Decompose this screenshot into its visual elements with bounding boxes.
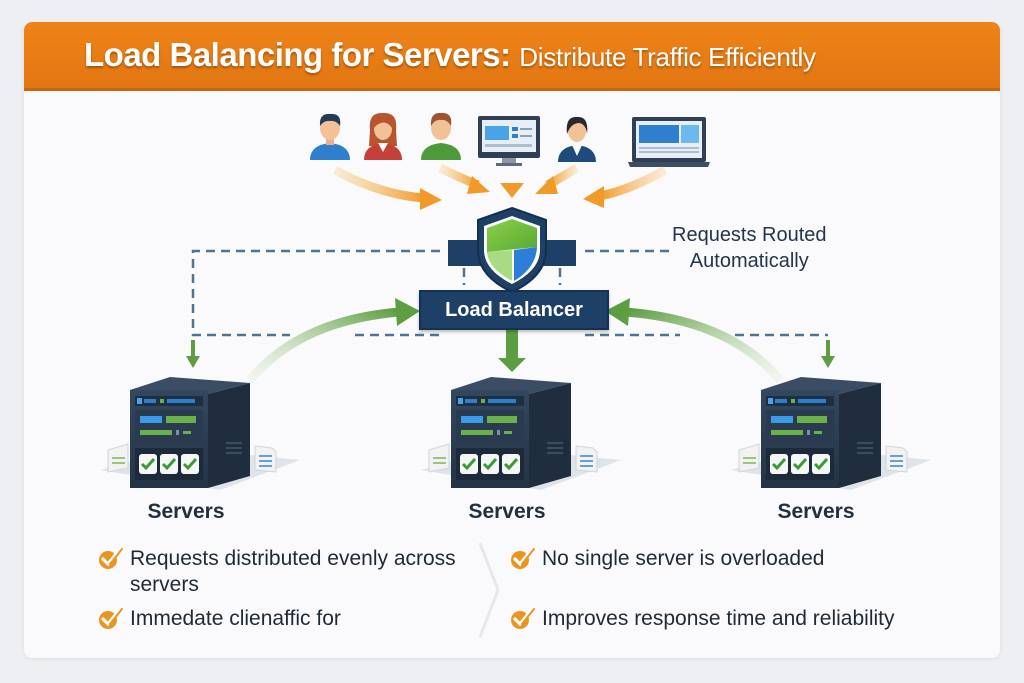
client-monitor-icon: [478, 116, 540, 166]
routing-annotation-line2: Automatically: [689, 250, 809, 272]
bullet-text: Improves response time and reliability: [542, 607, 895, 630]
page-title: Load Balancing for Servers: Distribute T…: [84, 36, 816, 74]
server-label-right: Servers: [777, 500, 855, 523]
title-subtitle: Distribute Traffic Efficiently: [519, 42, 816, 72]
column-divider: [478, 542, 500, 638]
server-center-icon: [419, 375, 623, 492]
check-icon: [98, 547, 124, 571]
route-arrow-left: [186, 340, 200, 368]
client-user-blue-icon: [310, 113, 350, 160]
bullet-item: Immedate clienaffic for: [98, 606, 341, 632]
routing-annotation: Requests Routed Automatically: [672, 222, 827, 274]
client-user-red-icon: [364, 112, 402, 160]
bullet-item: No single server is overloaded: [510, 546, 824, 572]
check-icon: [510, 547, 536, 571]
bullet-text: Immedate clienaffic for: [130, 607, 341, 630]
server-left-icon: [98, 375, 302, 492]
request-arrow-5: [599, 166, 668, 201]
load-balancer-label: Load Balancer: [419, 290, 609, 330]
response-arrow-right: [605, 298, 784, 383]
response-arrow-left: [246, 298, 420, 383]
client-user-green-icon: [421, 112, 461, 160]
server-label-left: Servers: [147, 500, 225, 523]
server-right-icon: [729, 375, 933, 492]
server-label-center: Servers: [468, 500, 546, 523]
incoming-request-arrows: [332, 163, 668, 210]
request-arrow-1: [332, 166, 426, 203]
bullet-text: No single server is overloaded: [542, 547, 825, 570]
load-balancer-device: [448, 206, 576, 294]
title-banner: Load Balancing for Servers: Distribute T…: [24, 22, 1000, 91]
routing-annotation-line1: Requests Routed: [672, 224, 827, 246]
client-laptop-icon: [628, 117, 710, 167]
bullet-text: Requests distributed evenly across serve…: [130, 547, 456, 596]
bullet-item: Improves response time and reliability: [510, 606, 895, 632]
bullet-item: Requests distributed evenly across serve…: [98, 546, 485, 598]
check-icon: [98, 607, 124, 631]
client-user-navy-icon: [558, 116, 596, 162]
check-icon: [510, 607, 536, 631]
route-arrow-right: [821, 340, 835, 368]
title-main: Load Balancing for Servers:: [84, 36, 511, 73]
route-arrow-center: [498, 328, 526, 372]
shield-icon: [477, 206, 547, 294]
routing-dashed-lines: [191, 249, 828, 337]
